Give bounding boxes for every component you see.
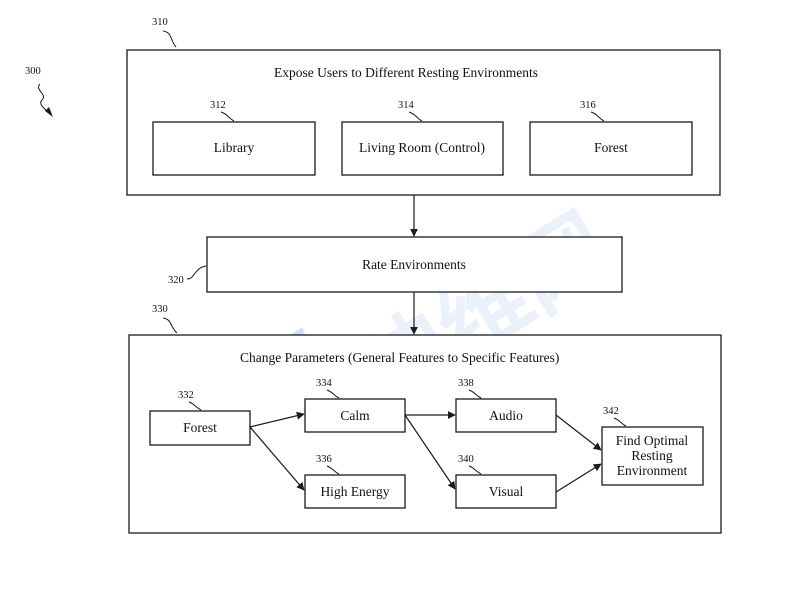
node-calm-ref-leader [326, 389, 340, 399]
env-living-room-ref: 314 [398, 100, 415, 111]
env-forest-ref-leader [590, 111, 605, 122]
env-living-room-ref-leader [408, 111, 423, 122]
node-forest-label: Forest [183, 420, 217, 435]
node-calm-ref: 334 [316, 378, 333, 389]
env-forest-box [529, 121, 693, 176]
node-calm-box [304, 398, 406, 433]
step-rate-group: 320 Rate Environments [168, 236, 623, 293]
node-audio-box [455, 398, 557, 433]
step-change-ref-leader [162, 317, 178, 334]
step-rate-box [206, 236, 623, 293]
env-library-box [152, 121, 316, 176]
node-calm-label: Calm [340, 408, 370, 423]
env-living-room-label: Living Room (Control) [359, 140, 485, 155]
node-forest-ref-leader [188, 401, 202, 411]
step-expose-title: Expose Users to Different Resting Enviro… [274, 65, 538, 80]
arrow-forest-to-high-energy [249, 426, 305, 491]
node-forest-box [149, 410, 251, 446]
node-find-line-3: Environment [617, 463, 688, 478]
step-expose-ref: 310 [152, 17, 168, 28]
env-forest-ref: 316 [580, 100, 596, 111]
step-expose-ref-leader [162, 30, 177, 48]
node-visual-box [455, 474, 557, 509]
figure-ref-label: 300 [25, 66, 41, 77]
node-visual-ref-leader [468, 465, 482, 475]
env-library-label: Library [214, 140, 255, 155]
node-high-energy-ref: 336 [316, 454, 332, 465]
env-library-ref: 312 [210, 100, 226, 111]
node-find-box [601, 426, 704, 486]
step-rate-ref-leader [186, 265, 207, 280]
arrow-visual-to-find [555, 463, 602, 493]
step-rate-label: Rate Environments [362, 257, 466, 272]
step-change-group: 330 Change Parameters (General Features … [128, 304, 722, 534]
figure-ref-arrow-icon [45, 107, 53, 117]
node-find-ref: 342 [603, 406, 619, 417]
arrow-forest-to-calm [249, 411, 305, 428]
step-change-ref: 330 [152, 304, 168, 315]
env-forest-label: Forest [594, 140, 628, 155]
node-audio-ref-leader [468, 389, 482, 399]
env-library-ref-leader [220, 111, 235, 122]
node-high-energy-ref-leader [326, 465, 340, 475]
figure-ref-group: 300 [25, 66, 53, 117]
step-rate-ref: 320 [168, 275, 184, 286]
step-expose-group: 310 Expose Users to Different Resting En… [126, 17, 721, 196]
env-living-room-box [341, 121, 504, 176]
node-audio-label: Audio [489, 408, 523, 423]
node-visual-ref: 340 [458, 454, 474, 465]
node-high-energy-label: High Energy [320, 484, 389, 499]
node-find-line-1: Find Optimal [616, 433, 689, 448]
node-find-ref-leader [613, 417, 627, 427]
node-visual-label: Visual [489, 484, 524, 499]
node-find-line-2: Resting [631, 448, 673, 463]
figure-ref-leader [38, 83, 51, 115]
arrow-calm-to-visual [404, 414, 456, 490]
step-change-title: Change Parameters (General Features to S… [240, 350, 559, 365]
node-high-energy-box [304, 474, 406, 509]
node-forest-ref: 332 [178, 390, 194, 401]
node-audio-ref: 338 [458, 378, 474, 389]
arrow-audio-to-find [555, 414, 602, 451]
